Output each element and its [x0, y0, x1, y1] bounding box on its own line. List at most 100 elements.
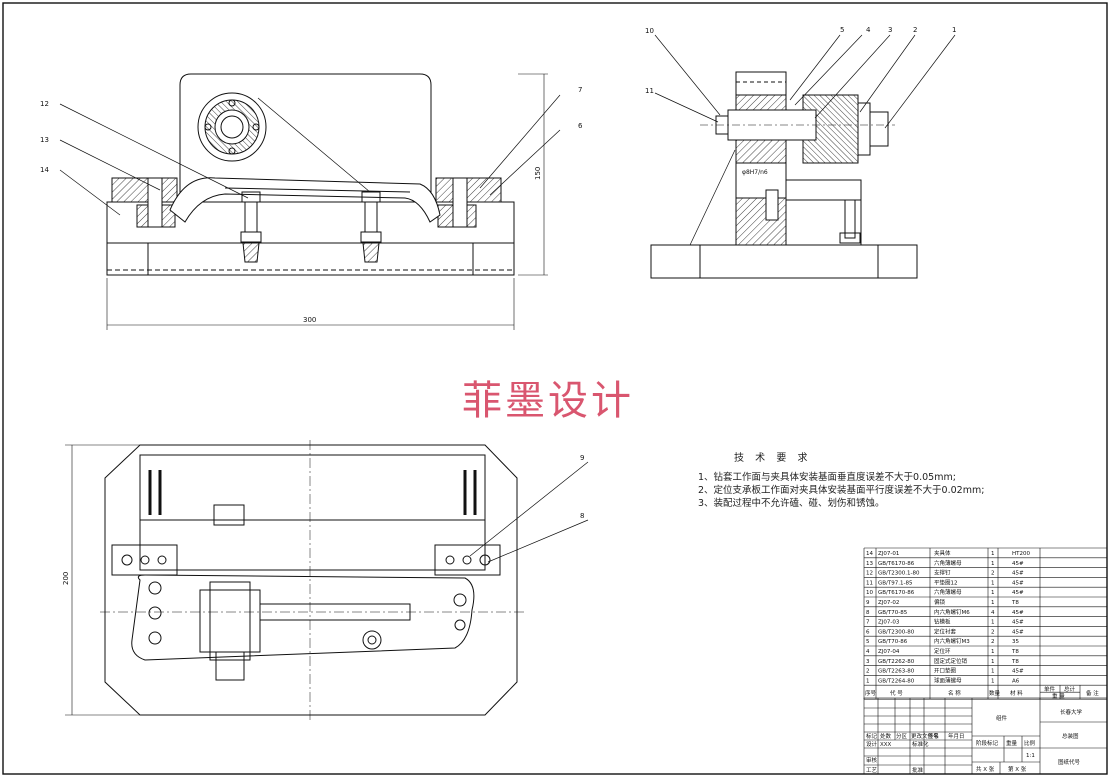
- watermark: 菲墨设计: [462, 378, 634, 424]
- balloon-2: 2: [913, 26, 917, 34]
- bom-row-13-no: 13: [866, 561, 873, 567]
- title-weight-label: 重量: [1006, 739, 1018, 747]
- bom-row-4-code: ZJ07-04: [878, 649, 900, 655]
- bom-row-1-name: 球面薄螺母: [934, 676, 962, 684]
- bom-row-3-no: 3: [866, 659, 870, 665]
- tech-item-2: 2、定位支承板工作面对夹具体安装基面平行度误差不大于0.02mm;: [698, 485, 985, 496]
- bom-row-13-qty: 1: [991, 561, 995, 567]
- bom-row-14-qty: 1: [991, 551, 995, 557]
- tech-item-1: 1、钻套工作面与夹具体安装基面垂直度误差不大于0.05mm;: [698, 472, 956, 483]
- plan-view: [65, 440, 589, 720]
- title-count-label: 处数: [880, 732, 892, 740]
- dim-width: 300: [303, 316, 316, 324]
- bom-row-5-code: GB/T70-86: [878, 639, 908, 645]
- bom-row-8-qty: 4: [991, 610, 995, 616]
- balloon-6: 6: [578, 122, 583, 130]
- bom-header-total: 总计: [1064, 685, 1076, 693]
- balloon-1: 1: [952, 26, 956, 34]
- title-sheets-total: 共 X 张: [976, 765, 995, 773]
- title-drawing-name: 总装图: [1062, 732, 1079, 740]
- balloon-7: 7: [578, 86, 582, 94]
- title-mark-label: 标记: [866, 732, 878, 740]
- bom-row-12-name: 支撑钉: [934, 569, 951, 577]
- bom-row-3-qty: 1: [991, 659, 995, 665]
- fit-note: φ8H7/n6: [742, 169, 768, 176]
- bom-row-9-qty: 1: [991, 600, 995, 606]
- bom-row-10-qty: 1: [991, 590, 995, 596]
- bom-row-1-no: 1: [866, 678, 870, 684]
- bom-row-7-name: 钻模板: [934, 618, 951, 626]
- bom-row-2-qty: 1: [991, 669, 995, 675]
- balloon-5: 5: [840, 26, 844, 34]
- title-standard-label: 标准化: [912, 740, 929, 748]
- front-view: [59, 73, 561, 330]
- bom-header-name: 名 称: [948, 689, 961, 697]
- title-scale-label: 比例: [1024, 739, 1036, 747]
- bom-row-12-code: GB/T2300.1-80: [878, 571, 920, 577]
- side-view: [650, 34, 956, 279]
- bom-row-10-material: 45#: [1012, 590, 1024, 596]
- bom-row-14-code: ZJ07-01: [878, 551, 899, 557]
- bom-row-9-material: T8: [1011, 600, 1019, 606]
- dim-height-side: 150: [534, 167, 542, 180]
- balloon-4: 4: [866, 26, 871, 34]
- title-process-label: 工艺: [866, 767, 878, 774]
- title-part-name: 组件: [996, 714, 1008, 722]
- balloon-9: 9: [580, 454, 584, 462]
- bom-row-4-material: T8: [1011, 649, 1019, 655]
- title-designer-label: 设计: [866, 740, 878, 748]
- balloon-3: 3: [888, 26, 892, 34]
- bom-row-3-material: T8: [1011, 659, 1019, 665]
- title-scale: 1:1: [1026, 753, 1035, 759]
- bom-row-14-material: HT200: [1012, 551, 1030, 557]
- bom-row-8-no: 8: [866, 610, 870, 616]
- bom-row-7-code: ZJ07-03: [878, 620, 900, 626]
- bom-row-12-qty: 2: [991, 571, 995, 577]
- bom-row-6-no: 6: [866, 629, 870, 635]
- balloon-11: 11: [645, 87, 654, 95]
- bom-row-6-material: 45#: [1012, 629, 1024, 635]
- bom-header-code: 代 号: [890, 689, 903, 697]
- bom-row-6-code: GB/T2300-80: [878, 629, 915, 635]
- bom-row-11-name: 平垫圈12: [934, 578, 958, 586]
- bom-row-9-no: 9: [866, 600, 870, 606]
- balloon-12: 12: [40, 100, 49, 108]
- title-drawing-no-label: 图纸代号: [1058, 758, 1081, 766]
- tech-item-3: 3、装配过程中不允许磕、碰、划伤和锈蚀。: [698, 498, 885, 509]
- bom-row-2-material: 45#: [1012, 669, 1024, 675]
- bom-row-13-material: 45#: [1012, 561, 1024, 567]
- bom-row-5-no: 5: [866, 639, 870, 645]
- bom-header-remark: 备 注: [1086, 689, 1099, 697]
- title-change-label: 更改文件号: [911, 732, 939, 740]
- bom-row-6-qty: 2: [991, 629, 995, 635]
- bom-row-1-material: A6: [1012, 678, 1020, 684]
- title-approve-label: 批准: [912, 766, 924, 774]
- bom-header-weight: 重 量: [1052, 692, 1065, 700]
- title-review-label: 审核: [866, 756, 878, 764]
- bom-header-qty: 数量: [989, 689, 1001, 697]
- bom-row-2-no: 2: [866, 669, 870, 675]
- bom-header-no: 序号: [865, 689, 877, 697]
- dim-height-plan: 200: [62, 572, 70, 585]
- bom-row-10-name: 六角薄螺母: [934, 588, 962, 596]
- bom-row-2-name: 开口垫圈: [934, 667, 957, 675]
- bom-row-8-material: 45#: [1012, 610, 1024, 616]
- bom-row-13-code: GB/T6170-86: [878, 561, 915, 567]
- bom-row-7-no: 7: [866, 620, 870, 626]
- bom-row-4-qty: 1: [991, 649, 995, 655]
- bom-row-11-no: 11: [866, 580, 873, 586]
- bom-row-12-no: 12: [866, 571, 873, 577]
- bom-row-4-name: 定位环: [934, 647, 951, 655]
- balloon-14: 14: [40, 166, 49, 174]
- bom-row-12-material: 45#: [1012, 571, 1024, 577]
- bom-row-1-qty: 1: [991, 678, 995, 684]
- title-sheet-no: 第 X 张: [1008, 765, 1027, 773]
- bom-header-material: 材 料: [1010, 689, 1023, 697]
- bom-row-13-name: 六角薄螺母: [934, 559, 962, 567]
- bom-row-3-code: GB/T2262-80: [878, 659, 915, 665]
- tech-title: 技 术 要 求: [734, 453, 812, 464]
- title-stage-label: 阶段标记: [976, 739, 999, 747]
